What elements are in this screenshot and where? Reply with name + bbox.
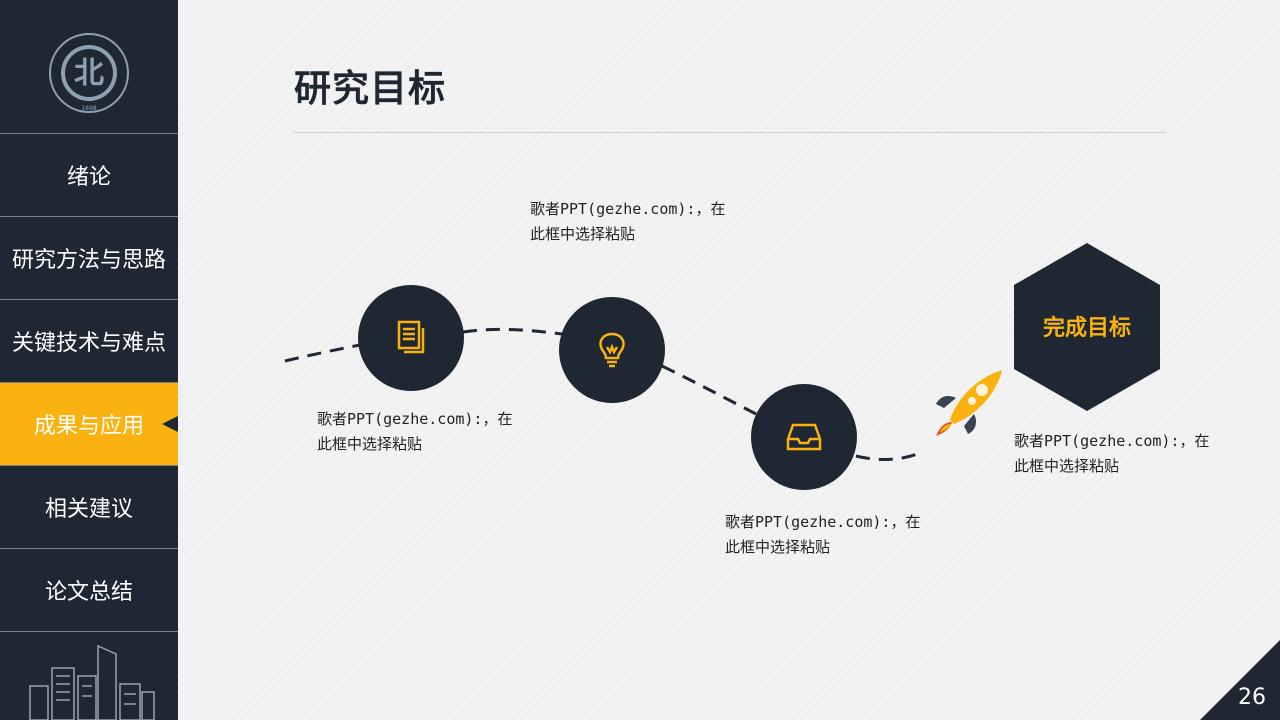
sidebar-item-suggestions[interactable]: 相关建议 xyxy=(0,465,178,548)
sidebar-item-label: 成果与应用 xyxy=(33,414,144,439)
sidebar-item-results[interactable]: 成果与应用 xyxy=(0,382,178,465)
svg-text:1898: 1898 xyxy=(81,105,96,112)
step-3-circle xyxy=(751,384,857,490)
sidebar: 北 1898 绪论 研究方法与思路 关键技术与难点 成果与应用 相关建议 论文总… xyxy=(0,0,178,720)
sidebar-item-methods[interactable]: 研究方法与思路 xyxy=(0,216,178,299)
university-logo: 北 1898 xyxy=(49,33,129,113)
step-1-circle xyxy=(358,285,464,391)
sidebar-item-label: 论文总结 xyxy=(44,580,133,605)
city-skyline-icon xyxy=(29,644,155,720)
page-number: 26 xyxy=(1238,685,1266,710)
sidebar-item-label: 关键技术与难点 xyxy=(11,331,166,356)
title-divider xyxy=(293,132,1166,133)
goal-hexagon xyxy=(1014,243,1160,411)
sidebar-item-summary[interactable]: 论文总结 xyxy=(0,548,178,632)
sidebar-item-label: 研究方法与思路 xyxy=(11,248,166,273)
sidebar-item-label: 相关建议 xyxy=(44,497,133,522)
sidebar-item-label: 绪论 xyxy=(66,165,111,190)
inbox-tray-icon xyxy=(786,423,822,451)
page-corner xyxy=(1200,640,1280,720)
goal-caption: 歌者PPT(gezhe.com):，在 此框中选择粘贴 xyxy=(1014,432,1210,475)
step-3-caption: 歌者PPT(gezhe.com):，在 此框中选择粘贴 xyxy=(725,513,921,556)
step-2-caption: 歌者PPT(gezhe.com):，在 此框中选择粘贴 xyxy=(530,200,726,243)
rocket-icon xyxy=(936,370,1002,436)
sidebar-item-key-tech[interactable]: 关键技术与难点 xyxy=(0,299,178,382)
svg-text:北: 北 xyxy=(74,56,104,91)
page-title: 研究目标 xyxy=(294,67,446,110)
step-1-caption: 歌者PPT(gezhe.com):，在 此框中选择粘贴 xyxy=(317,410,513,453)
active-pointer-icon xyxy=(162,416,178,432)
lightbulb-icon xyxy=(599,332,625,368)
document-icon xyxy=(397,320,425,354)
sidebar-item-intro[interactable]: 绪论 xyxy=(0,133,178,216)
step-2-circle xyxy=(559,297,665,403)
goal-label: 完成目标 xyxy=(1042,316,1131,341)
